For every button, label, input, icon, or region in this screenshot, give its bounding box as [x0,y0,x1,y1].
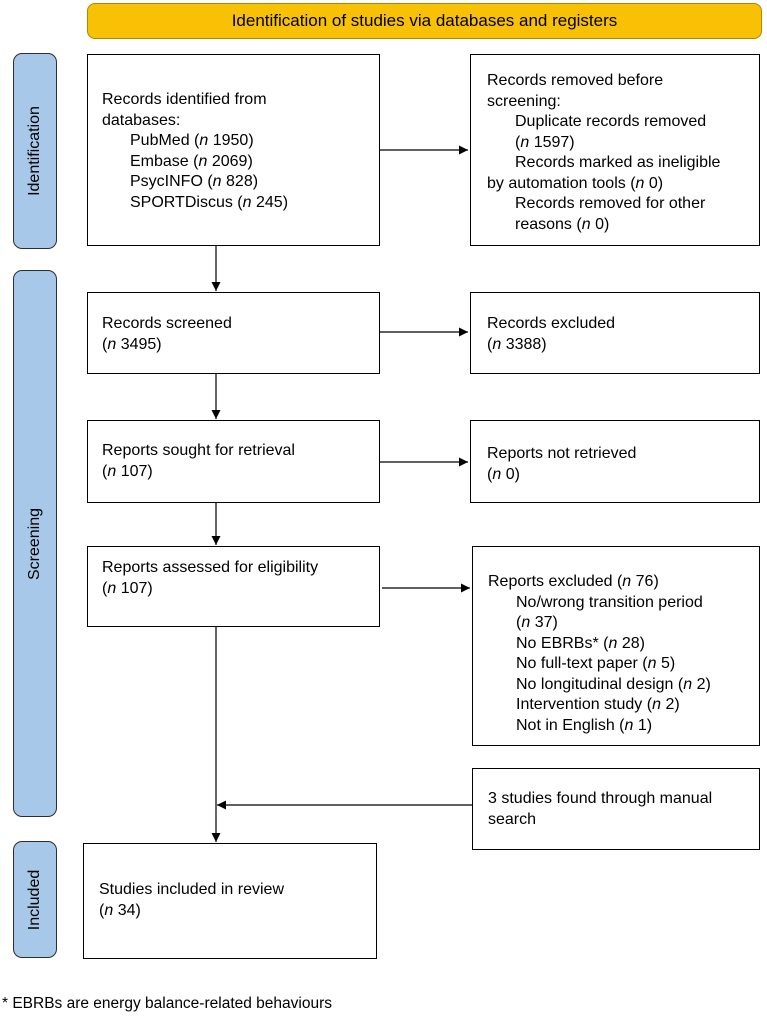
footnote: * EBRBs are energy balance-related behav… [2,995,332,1012]
records-screened-title: Records screened [102,315,232,332]
records-removed-title-2: screening: [487,92,561,110]
records-removed-title: Records removed before [487,72,664,89]
records-identified-box: Records identified from databases: PubMe… [87,54,380,246]
other-removed-count: reasons (n 0) [515,215,610,233]
manual-search-line-2: search [488,810,537,828]
reports-not-retrieved-count: (n 0) [487,465,520,483]
records-excluded-box: Records excluded (n 3388) [470,292,760,374]
reports-sought-title: Reports sought for retrieval [102,442,295,459]
db-embase: Embase (n 2069) [130,152,253,170]
reports-not-retrieved-title: Reports not retrieved [487,445,637,462]
reports-sought-count: (n 107) [102,462,153,480]
reports-assessed-box: Reports assessed for eligibility (n 107) [87,546,380,627]
reports-assessed-title: Reports assessed for eligibility [102,559,319,576]
reports-assessed-count: (n 107) [102,579,153,597]
ineligible-label: Records marked as ineligible [515,154,721,171]
phase-identification: Identification [13,53,57,249]
records-screened-box: Records screened (n 3495) [87,292,380,374]
reason-no-longitudinal: No longitudinal design (n 2) [516,675,711,693]
records-identified-title: Records identified from [102,91,267,108]
studies-included-title: Studies included in review [99,881,284,898]
db-sportdiscus: SPORTDiscus (n 245) [130,193,289,211]
studies-included-box: Studies included in review (n 34) [83,843,377,959]
duplicates-removed-label: Duplicate records removed [515,113,707,130]
records-screened-count: (n 3495) [102,335,162,353]
manual-search-line-1: 3 studies found through manual [488,790,713,807]
flow-header-banner: Identification of studies via databases … [87,3,762,39]
reason-transition-period: No/wrong transition period [516,593,703,611]
records-excluded-title: Records excluded [487,315,616,332]
reports-not-retrieved-box: Reports not retrieved (n 0) [470,420,760,503]
reason-intervention-study: Intervention study (n 2) [516,696,680,713]
reason-not-english: Not in English (n 1) [516,716,653,734]
reason-transition-period-count: (n 37) [516,614,558,631]
db-psycinfo: PsycINFO (n 828) [130,173,259,190]
reports-sought-box: Reports sought for retrieval (n 107) [87,420,380,503]
phase-included: Included [13,841,57,958]
db-pubmed: PubMed (n 1950) [130,132,254,149]
other-removed-label: Records removed for other [515,195,706,212]
records-identified-title-2: databases: [102,111,181,129]
phase-identification-label: Identification [26,106,43,196]
manual-search-box: 3 studies found through manual search [472,768,760,850]
phase-screening-label: Screening [26,507,43,580]
reports-excluded-title: Reports excluded (n 76) [488,573,659,590]
ineligible-count: by automation tools (n 0) [487,174,664,192]
flow-header-title: Identification of studies via databases … [231,11,618,30]
records-removed-box: Records removed before screening: Duplic… [470,54,760,246]
records-excluded-count: (n 3388) [487,335,547,353]
studies-included-count: (n 34) [99,901,141,919]
reason-no-ebrbs: No EBRBs* (n 28) [516,634,645,652]
duplicates-removed-count: (n 1597) [515,133,575,151]
phase-screening: Screening [13,270,57,817]
reports-excluded-box: Reports excluded (n 76) No/wrong transit… [472,546,760,746]
phase-included-label: Included [26,869,43,930]
reason-no-full-text: No full-text paper (n 5) [516,655,676,672]
